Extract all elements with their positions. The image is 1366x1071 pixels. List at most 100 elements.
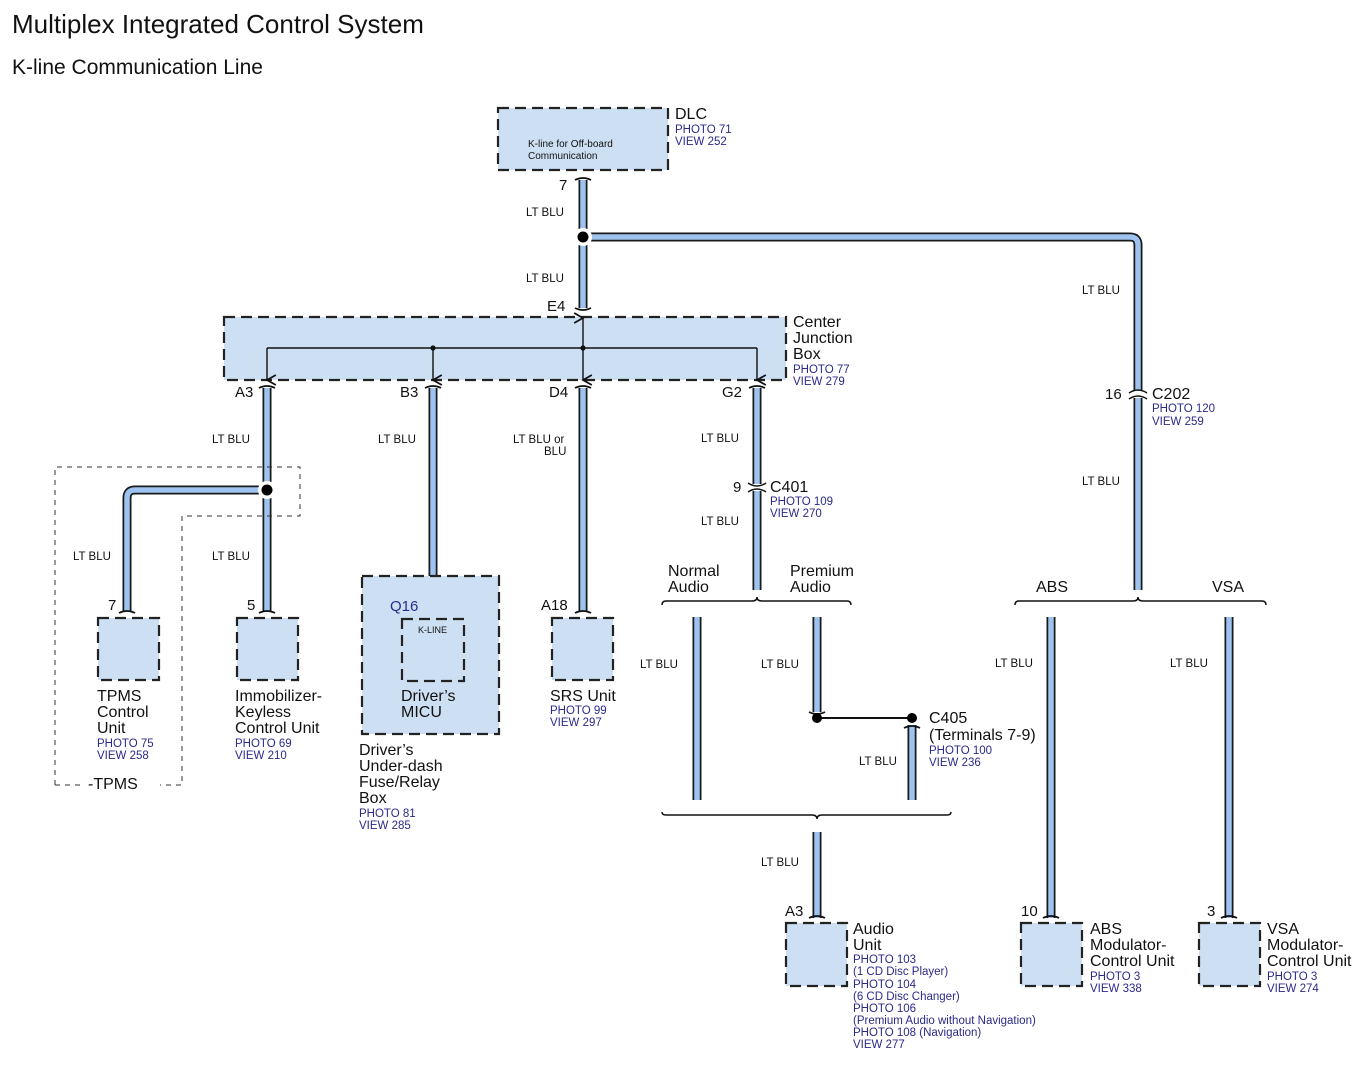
vsa-view-ref: VIEW 274 [1267,983,1319,995]
wire-label: LT BLU [761,659,799,671]
cjb-view-ref: VIEW 279 [793,376,845,388]
c202-pin: 16 [1105,386,1122,403]
vsa-name-2: Modulator- [1267,937,1343,954]
c401-view-ref: VIEW 270 [770,508,822,520]
dlc-inner-label-1: K-line for Off-board [528,139,613,150]
audio-unit-ref: PHOTO 106 [853,1003,916,1015]
wire-label: LT BLU [859,756,897,768]
immobilizer-photo-ref: PHOTO 69 [235,738,292,750]
wire-to-c202[interactable] [583,232,1143,590]
tpms-control-unit-box[interactable] [96,616,161,682]
audio-unit-ref: (1 CD Disc Player) [853,966,948,978]
wire-group [122,180,1234,918]
audio-unit-box[interactable] [784,921,849,988]
drivers-micu-box[interactable] [400,617,466,683]
audio-merge-brace [661,811,952,820]
wire-label: LT BLU [995,658,1033,670]
brake-options-brace [1014,596,1267,606]
c405-photo-ref: PHOTO 100 [929,745,992,757]
splice-point [577,231,589,243]
immobilizer-control-unit-box[interactable] [235,616,300,682]
wire-label: LT BLU [212,551,250,563]
c405-terminal-dot [907,713,917,723]
wire-label: LT BLU [1170,658,1208,670]
micu-kline-label: K-LINE [418,625,447,635]
tpms-view-ref: VIEW 258 [97,750,149,762]
c202-view-ref: VIEW 259 [1152,416,1204,428]
splice-point [261,484,273,496]
abs-name-2: Modulator- [1090,937,1166,954]
vsa-name-1: VSA [1267,921,1299,938]
abs-modulator-control-unit-box[interactable] [1019,921,1084,988]
c202-photo-ref: PHOTO 120 [1152,403,1215,415]
terminal-caps [118,177,1238,919]
tpms-name-1: TPMS [97,688,141,705]
audio-unit-ref: PHOTO 103 [853,954,916,966]
c405-terminal-dot [812,713,822,723]
immobilizer-name-1: Immobilizer- [235,688,322,705]
audio-unit-ref: (6 CD Disc Changer) [853,991,960,1003]
dlc-photo-ref: PHOTO 71 [675,124,732,136]
c405-name: C405 [929,710,967,727]
abs-photo-ref: PHOTO 3 [1090,971,1140,983]
page-title: Multiplex Integrated Control System [12,9,424,39]
cjb-pin-g2: G2 [722,384,742,401]
dlc-view-ref: VIEW 252 [675,136,727,148]
abs-view-ref: VIEW 338 [1090,983,1142,995]
page-subtitle: K-line Communication Line [12,56,263,79]
micu-pin: Q16 [390,598,418,615]
srs-unit-box[interactable] [550,616,615,682]
audio-unit-ref: (Premium Audio without Navigation) [853,1015,1036,1027]
cjb-name-3: Box [793,346,821,363]
wire-label: LT BLU [212,434,250,446]
dlc-box[interactable] [496,106,670,172]
immobilizer-view-ref: VIEW 210 [235,750,287,762]
tpms-option-boundary [54,466,301,786]
cjb-pin-a3: A3 [235,384,253,401]
cjb-pin-d4: D4 [549,384,568,401]
micu-name-1: Driver’s [401,688,456,705]
wire-label: LT BLU [1082,476,1120,488]
abs-option-label: ABS [1036,579,1068,596]
premium-audio-label-2: Audio [790,579,831,596]
abs-pin: 10 [1021,903,1038,920]
immobilizer-name-3: Control Unit [235,720,320,737]
wire-label: LT BLU or [513,434,565,446]
audio-unit-pin: A3 [785,903,803,920]
tpms-name-2: Control [97,704,149,721]
cjb-name-2: Junction [793,330,853,347]
tpms-photo-ref: PHOTO 75 [97,738,154,750]
c401-name: C401 [770,479,808,496]
cjb-pin-e4: E4 [547,298,565,315]
fusebox-name-1: Driver’s [359,742,414,759]
srs-photo-ref: PHOTO 99 [550,705,607,717]
vsa-modulator-control-unit-box[interactable] [1197,921,1262,988]
fusebox-view-ref: VIEW 285 [359,820,411,832]
vsa-name-3: Control Unit [1267,953,1352,970]
srs-pin: A18 [541,597,568,614]
cjb-name-1: Center [793,314,842,331]
fusebox-photo-ref: PHOTO 81 [359,808,416,820]
premium-audio-label-1: Premium [790,563,854,580]
abs-name-3: Control Unit [1090,953,1175,970]
c405-view-ref: VIEW 236 [929,757,981,769]
wire-label: LT BLU [1082,285,1120,297]
audio-unit-ref: PHOTO 104 [853,979,917,991]
tpms-pin: 7 [108,597,116,614]
audio-unit-name-2: Unit [853,937,882,954]
dlc-name: DLC [675,106,707,123]
cjb-pin-b3: B3 [400,384,418,401]
srs-view-ref: VIEW 297 [550,717,602,729]
tpms-group-label: -TPMS [88,776,138,793]
immobilizer-pin: 5 [247,597,255,614]
fusebox-name-2: Under-dash [359,758,443,775]
c202-name: C202 [1152,386,1190,403]
connector-c401-symbol [747,482,767,493]
dlc-inner-label-2: Communication [528,151,597,162]
wire-label: LT BLU [73,551,111,563]
connector-c202-symbol [1128,389,1148,400]
audio-unit-ref: VIEW 277 [853,1039,905,1051]
vsa-photo-ref: PHOTO 3 [1267,971,1317,983]
audio-options-brace [661,596,852,606]
